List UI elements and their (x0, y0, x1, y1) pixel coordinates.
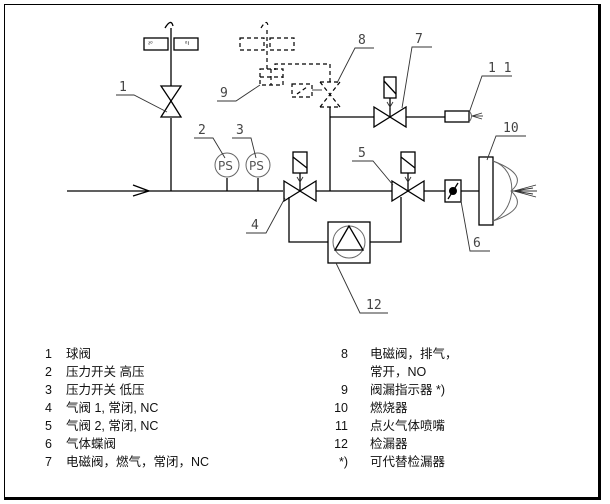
ignition-nozzle-11 (444, 110, 483, 123)
legend-item: 10 燃烧器 (326, 399, 458, 417)
legend-text: 燃烧器 (370, 401, 408, 415)
legend-number (326, 363, 348, 381)
legend-item: 8 电磁阀，排气， (326, 345, 458, 363)
legend-item: 5 气阀 2, 常闭, NC (40, 417, 209, 435)
legend-number: 5 (45, 419, 52, 433)
legend-text: 气体蝶阀 (66, 437, 117, 451)
callout-10: 10 (503, 121, 519, 136)
legend-item: *) 可代替检漏器 (326, 453, 458, 471)
callout-6: 6 (473, 236, 481, 251)
legend-text: 气阀 1, 常闭, NC (66, 401, 159, 415)
callout-12: 12 (366, 298, 382, 313)
svg-text:≀ᵒ: ≀ᵒ (148, 41, 153, 47)
leak-tester-12 (288, 197, 402, 264)
svg-text:ᵒ≀: ᵒ≀ (185, 41, 190, 47)
gas-valve-5 (391, 151, 425, 203)
butterfly-valve-6 (444, 179, 462, 203)
legend-text: 电磁阀，燃气，常闭，NC (66, 455, 210, 469)
callouts: 1 2 3 4 5 6 7 8 9 10 1 1 12 (116, 32, 526, 314)
legend-number: *) (338, 455, 348, 469)
legend-item: 4 气阀 1, 常闭, NC (40, 399, 209, 417)
callout-3: 3 (236, 123, 244, 138)
callout-8: 8 (358, 33, 366, 48)
gas-valve-4 (283, 151, 317, 203)
solenoid-valve-7 (373, 76, 445, 129)
legend-text: 阀漏指示器 *) (370, 383, 446, 397)
callout-9: 9 (220, 86, 228, 101)
legend-text: 压力开关 低压 (66, 383, 145, 397)
callout-1: 1 (119, 80, 127, 95)
legend-number: 9 (341, 383, 348, 397)
ball-valve-1: ≀ᵒ ᵒ≀ (143, 21, 199, 191)
legend-number: 7 (45, 455, 52, 469)
vent-valve-8 (274, 63, 341, 108)
legend-text: 点火气体喷嘴 (370, 419, 446, 433)
legend-number: 10 (334, 401, 348, 415)
callout-7: 7 (415, 32, 423, 47)
ps-label: PS (249, 159, 264, 173)
callout-11: 1 1 (488, 61, 511, 76)
pressure-switch-low: PS (245, 152, 271, 191)
legend-text: 电磁阀，排气， (370, 347, 458, 361)
legend-number: 1 (45, 347, 52, 361)
legend-number: 11 (335, 419, 348, 433)
legend-number: 3 (45, 383, 52, 397)
legend-number: 2 (45, 365, 52, 379)
legend-text: 压力开关 高压 (66, 365, 145, 379)
legend-left: 1 球阀 2 压力开关 高压 3 压力开关 低压 4 气阀 1, 常闭, NC 5 气阀 … (40, 345, 209, 471)
legend-text: 球阀 (66, 347, 92, 361)
legend-item: 2 压力开关 高压 (40, 363, 209, 381)
legend-item: 3 压力开关 低压 (40, 381, 209, 399)
legend-item: 1 球阀 (40, 345, 209, 363)
legend-text: 检漏器 (370, 437, 408, 451)
legend-item: 9 阀漏指示器 *) (326, 381, 458, 399)
legend-number: 4 (45, 401, 52, 415)
callout-2: 2 (198, 123, 206, 138)
callout-5: 5 (358, 146, 366, 161)
leak-indicator-9 (239, 21, 295, 86)
drawing-frame (4, 4, 601, 500)
legend-number: 12 (334, 437, 348, 451)
legend-item: 11 点火气体喷嘴 (326, 417, 458, 435)
flow-arrow-icon (132, 184, 152, 197)
burner-10 (478, 156, 537, 226)
legend-number: 6 (45, 437, 52, 451)
legend-item: 常开，NO (326, 363, 458, 381)
legend-item: 12 检漏器 (326, 435, 458, 453)
pressure-switch-high: PS (214, 152, 240, 191)
legend-text: 常开，NO (370, 365, 427, 379)
legend-text: 气阀 2, 常闭, NC (66, 419, 159, 433)
ps-label: PS (218, 159, 233, 173)
legend-item: 6 气体蝶阀 (40, 435, 209, 453)
callout-4: 4 (251, 218, 259, 233)
legend-item: 7 电磁阀，燃气，常闭，NC (40, 453, 209, 471)
legend-text: 可代替检漏器 (370, 455, 446, 469)
legend-number: 8 (341, 347, 348, 361)
